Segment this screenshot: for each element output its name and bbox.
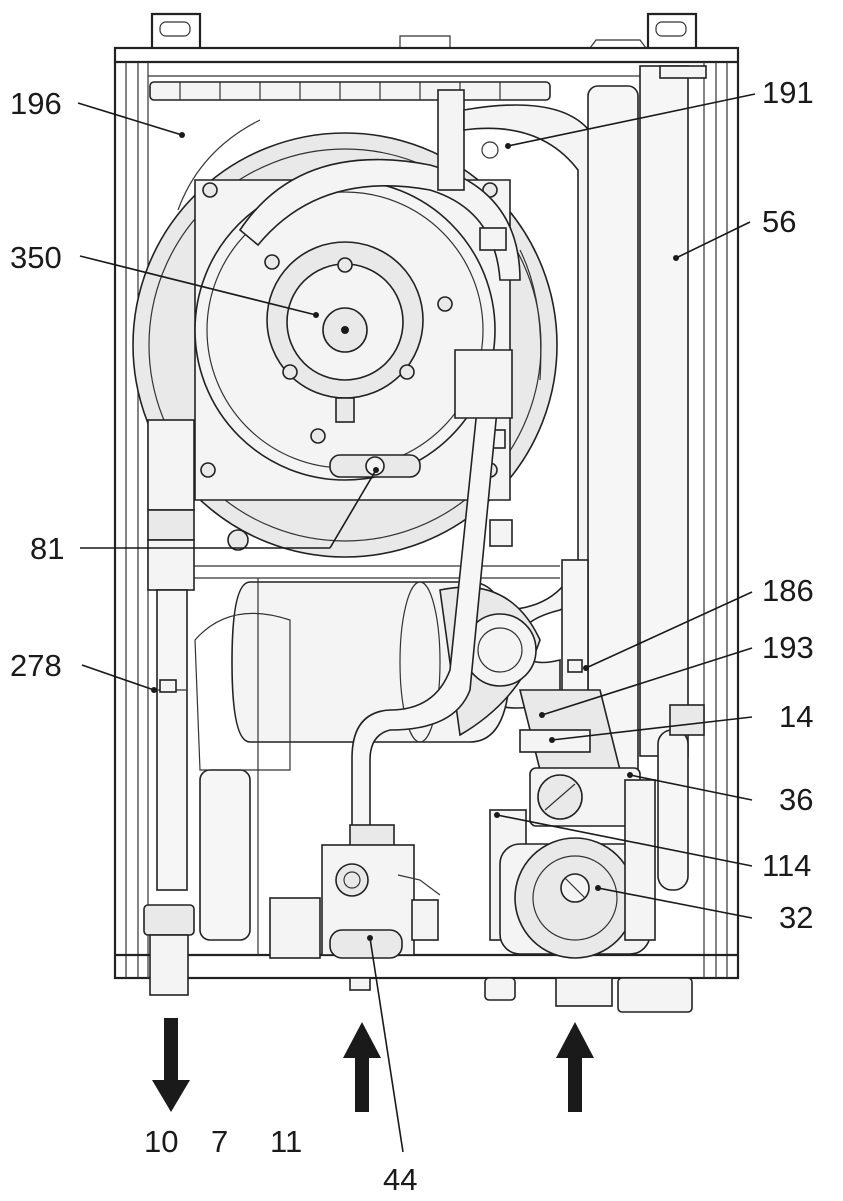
callout-10: 10 <box>144 1124 178 1159</box>
callout-14: 14 <box>779 699 813 734</box>
callout-114: 114 <box>762 848 811 883</box>
fan-burner-assembly <box>194 158 521 551</box>
callout-81: 81 <box>30 531 64 566</box>
gas-valve <box>269 824 441 959</box>
callout-11: 11 <box>270 1124 302 1159</box>
callout-32: 32 <box>779 900 813 935</box>
boiler-casing <box>113 12 740 980</box>
callout-36: 36 <box>779 782 813 817</box>
left-flow-pipe <box>143 419 195 996</box>
callout-7: 7 <box>211 1124 228 1159</box>
callout-193: 193 <box>762 630 814 665</box>
pump-assembly <box>489 559 705 959</box>
left-pipework <box>194 578 291 955</box>
callout-278: 278 <box>10 648 62 683</box>
inlet-arrow-up-center <box>343 1022 381 1112</box>
callout-44: 44 <box>383 1162 417 1197</box>
inlet-arrow-up-right <box>556 1022 594 1112</box>
callout-350: 350 <box>10 240 62 275</box>
outlet-arrow-down <box>152 1018 190 1112</box>
bottom-connections <box>349 977 693 1013</box>
right-return-pipe <box>587 65 707 787</box>
callout-186: 186 <box>762 573 814 608</box>
callout-196: 196 <box>10 86 62 121</box>
leader-lines <box>77 93 756 1153</box>
callout-labels: 196 191 350 56 81 186 278 193 14 36 114 … <box>10 75 814 1197</box>
callout-56: 56 <box>762 204 796 239</box>
callout-191: 191 <box>762 75 814 110</box>
